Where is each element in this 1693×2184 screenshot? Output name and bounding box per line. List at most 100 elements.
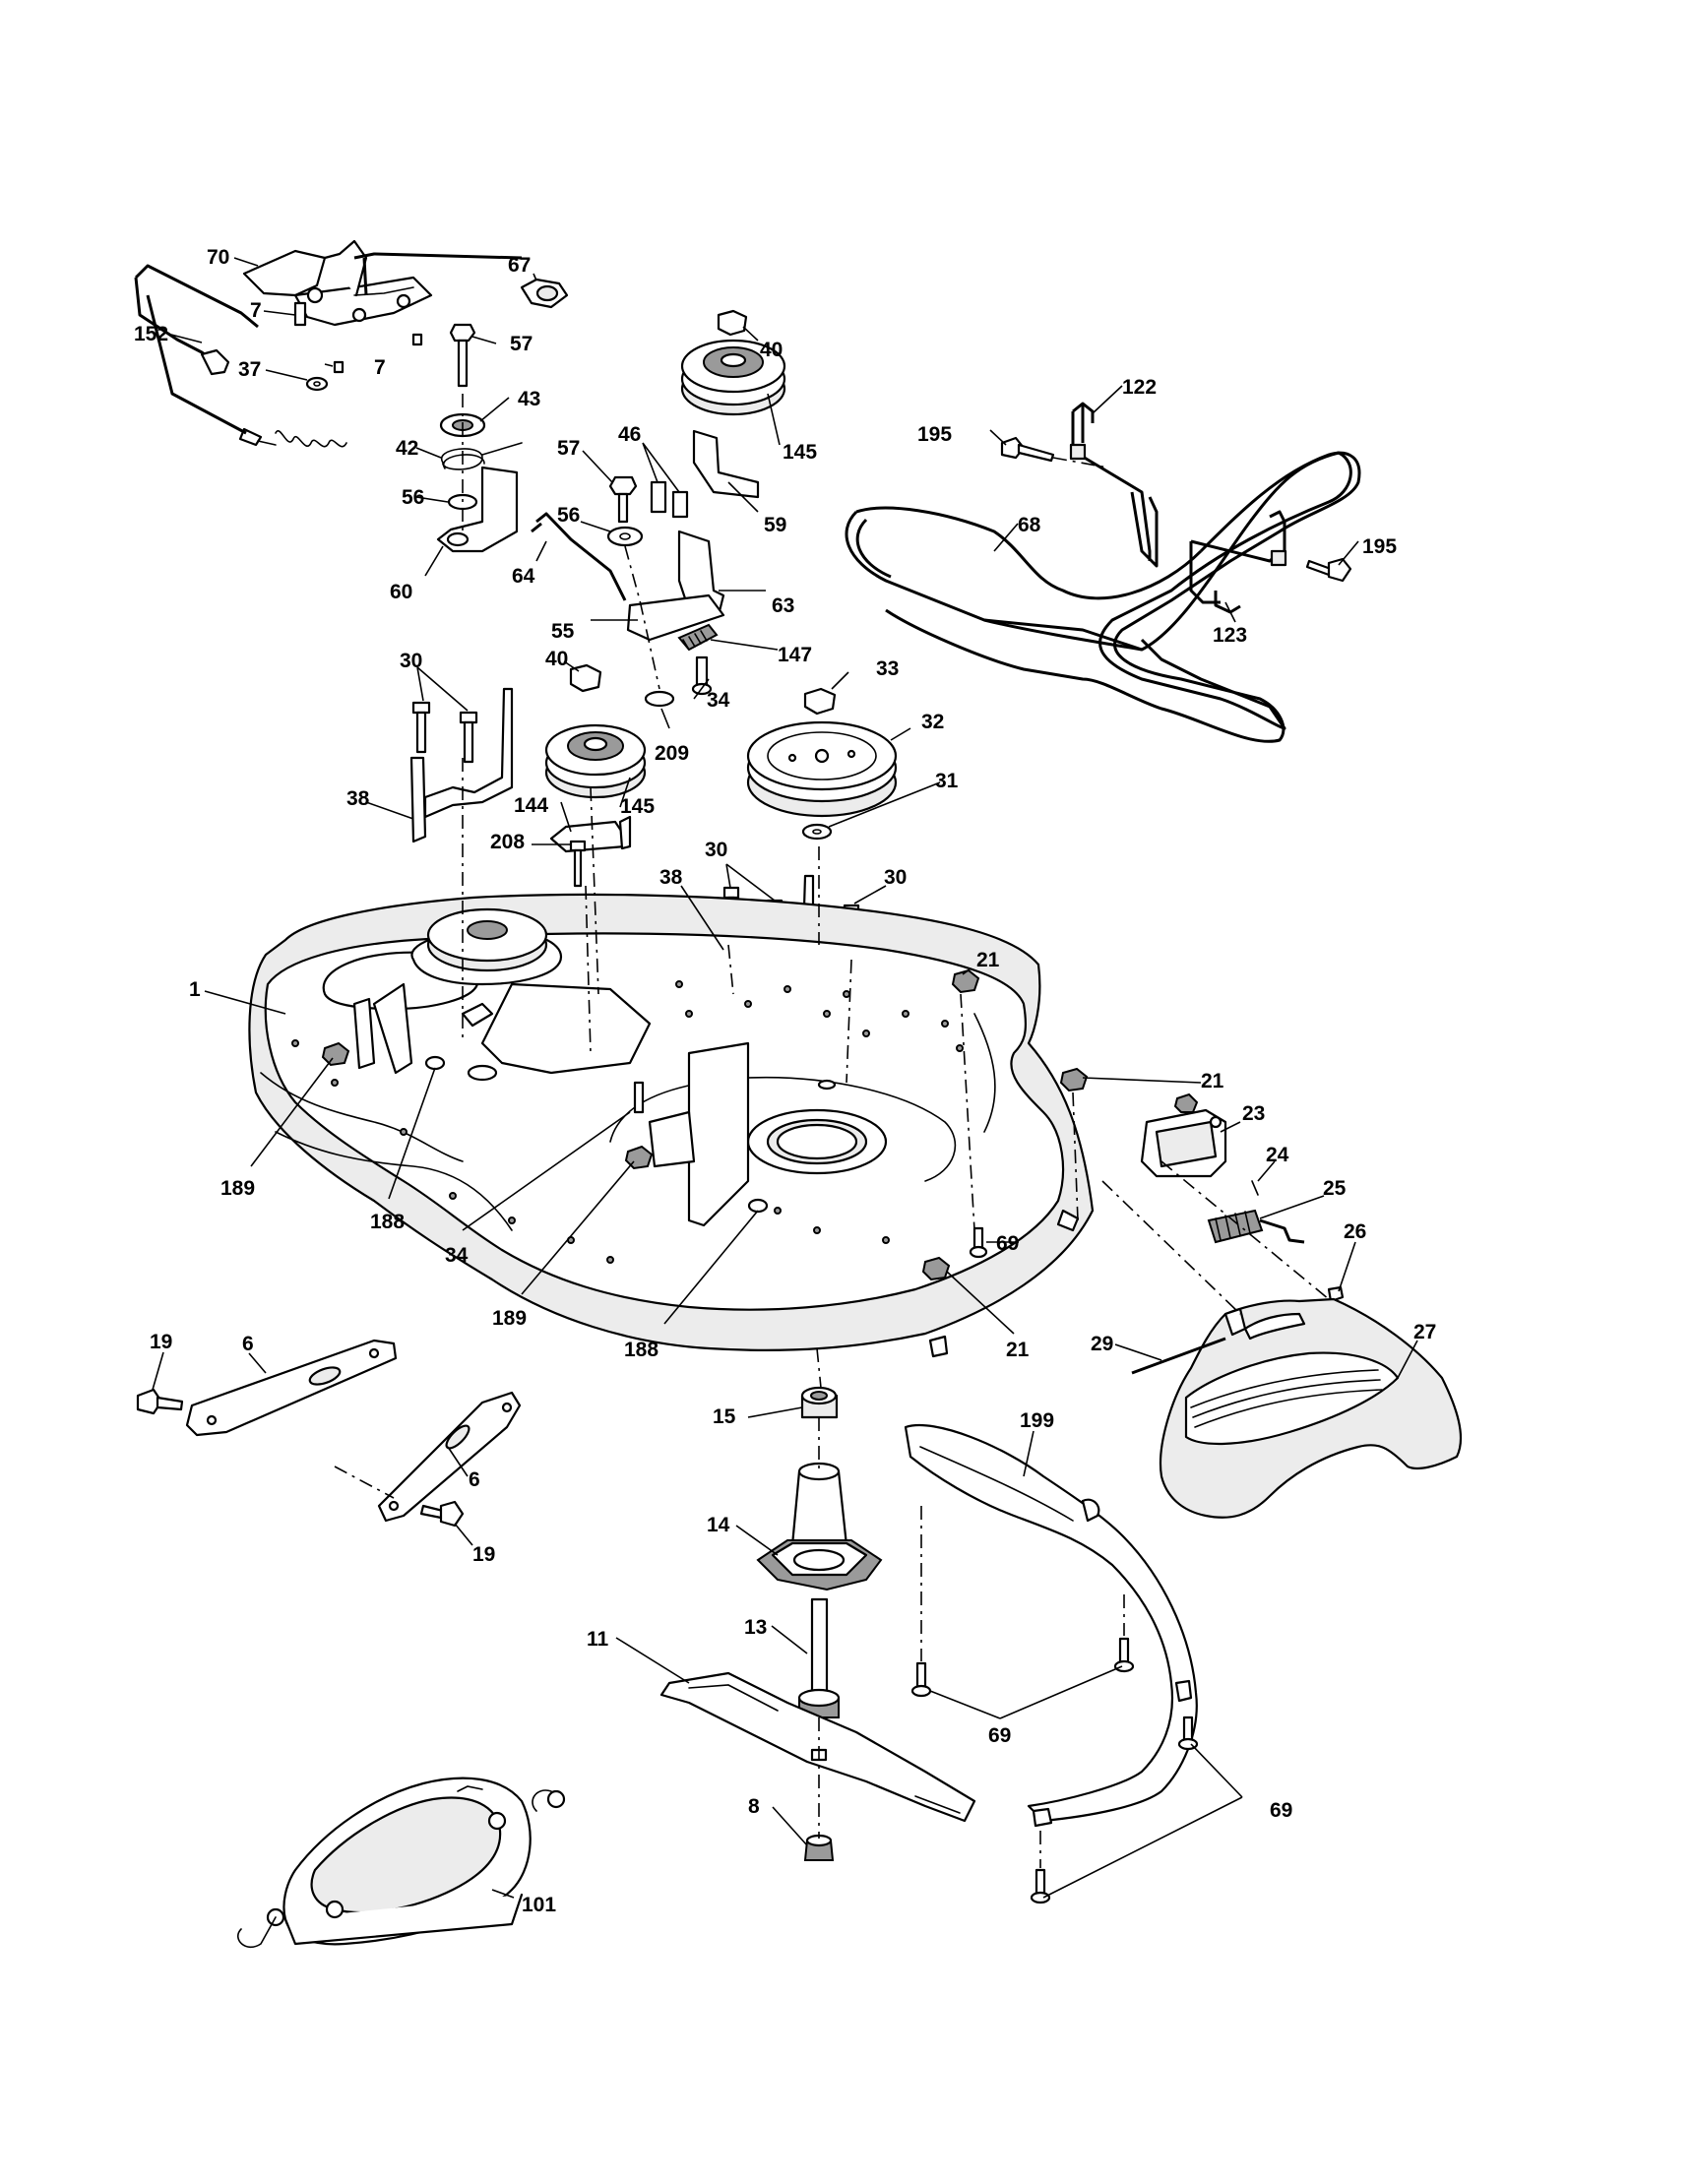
bracket-63 bbox=[677, 530, 725, 617]
label-152: 152 bbox=[134, 323, 168, 345]
label-26: 26 bbox=[1344, 1220, 1366, 1243]
label-19-lower: 19 bbox=[472, 1543, 495, 1566]
label-30-center: 30 bbox=[705, 839, 727, 861]
label-43: 43 bbox=[518, 388, 540, 410]
label-60: 60 bbox=[390, 581, 412, 603]
label-38-left: 38 bbox=[346, 787, 370, 810]
nut-40-upper bbox=[717, 309, 748, 337]
label-189-center: 189 bbox=[492, 1307, 527, 1330]
lift-cable-assembly bbox=[134, 264, 347, 448]
label-21-upper: 21 bbox=[976, 949, 1000, 971]
label-38-center: 38 bbox=[659, 866, 683, 889]
label-23: 23 bbox=[1242, 1102, 1265, 1125]
label-21-lower: 21 bbox=[1006, 1339, 1030, 1361]
bolt-188-left bbox=[424, 1055, 446, 1071]
bolt-34-deck bbox=[633, 1081, 645, 1114]
label-37: 37 bbox=[238, 358, 261, 381]
rod-64 bbox=[531, 512, 627, 601]
label-209: 209 bbox=[655, 742, 689, 765]
bracket-59 bbox=[692, 429, 760, 499]
bolt-57-center bbox=[608, 475, 638, 524]
drive-pulley-32 bbox=[746, 720, 898, 818]
label-11: 11 bbox=[587, 1628, 609, 1651]
label-123: 123 bbox=[1213, 624, 1247, 647]
label-69-center: 69 bbox=[988, 1724, 1011, 1747]
label-69-deck: 69 bbox=[996, 1232, 1019, 1255]
label-6-lower: 6 bbox=[469, 1468, 480, 1491]
nut-21-right bbox=[1059, 1067, 1089, 1092]
label-145-center: 145 bbox=[620, 795, 655, 818]
bolt-19-upper bbox=[136, 1388, 184, 1415]
label-147: 147 bbox=[778, 644, 812, 666]
washer-56-center bbox=[606, 526, 644, 547]
label-56-center: 56 bbox=[557, 504, 580, 527]
idler-pulley-145-upper bbox=[680, 339, 786, 416]
label-40-upper: 40 bbox=[760, 339, 783, 361]
label-188-left: 188 bbox=[370, 1211, 405, 1233]
plate-55 bbox=[626, 593, 725, 642]
label-19-upper: 19 bbox=[150, 1331, 172, 1353]
label-189-left: 189 bbox=[220, 1177, 255, 1200]
spindle-shaft-13 bbox=[797, 1597, 841, 1718]
nut-189-left bbox=[321, 1041, 350, 1067]
label-32: 32 bbox=[921, 711, 944, 733]
screw-195-upper bbox=[1000, 436, 1055, 463]
mower-deck-1 bbox=[248, 893, 1095, 1358]
label-122: 122 bbox=[1122, 376, 1157, 399]
label-67: 67 bbox=[508, 254, 531, 277]
bolt-19-lower bbox=[419, 1500, 465, 1528]
spring-147 bbox=[677, 623, 719, 652]
washer-37 bbox=[305, 376, 329, 392]
leader-lines bbox=[152, 257, 1418, 1899]
spring-42 bbox=[440, 442, 523, 470]
label-8: 8 bbox=[748, 1795, 760, 1818]
bushing-15 bbox=[800, 1386, 839, 1419]
idler-arm-60 bbox=[436, 466, 519, 553]
label-14: 14 bbox=[707, 1514, 730, 1536]
bolt-57-left bbox=[449, 323, 476, 388]
bolt-69-deck bbox=[969, 1226, 988, 1259]
label-68: 68 bbox=[1018, 514, 1041, 536]
bracket-144 bbox=[549, 815, 632, 853]
label-145-upper: 145 bbox=[783, 441, 817, 464]
bolt-7-upper bbox=[293, 301, 307, 327]
spindle-housing-14 bbox=[756, 1462, 883, 1591]
label-195-upper: 195 bbox=[917, 423, 952, 446]
bolt-69-bottom bbox=[1030, 1868, 1051, 1904]
label-144: 144 bbox=[514, 794, 548, 817]
label-31: 31 bbox=[935, 770, 959, 792]
screw-195-right bbox=[1305, 557, 1352, 583]
label-7-lower: 7 bbox=[374, 356, 386, 379]
label-208: 208 bbox=[490, 831, 525, 853]
bolts-30-left bbox=[411, 701, 478, 764]
label-7-upper: 7 bbox=[250, 299, 262, 322]
control-bracket-70 bbox=[242, 239, 523, 327]
bracket-6-upper bbox=[185, 1339, 398, 1437]
discharge-chute-27 bbox=[1160, 1297, 1463, 1519]
bolt-188-center bbox=[747, 1198, 769, 1214]
label-42: 42 bbox=[396, 437, 418, 460]
idler-pulley-145-center bbox=[544, 723, 647, 799]
label-34-deck: 34 bbox=[445, 1244, 469, 1267]
cable-end-67 bbox=[520, 278, 569, 309]
blade-nut-8 bbox=[803, 1834, 835, 1861]
label-195-right: 195 bbox=[1362, 535, 1397, 558]
label-6-upper: 6 bbox=[242, 1333, 254, 1355]
pin-24 bbox=[1251, 1180, 1259, 1196]
part-labels: 70 67 7 152 37 7 57 43 42 56 60 40 145 4… bbox=[134, 246, 1436, 1916]
label-63: 63 bbox=[772, 594, 794, 617]
label-46: 46 bbox=[618, 423, 641, 446]
bolt-69-left bbox=[910, 1661, 932, 1698]
label-70: 70 bbox=[207, 246, 229, 269]
label-188-center: 188 bbox=[624, 1339, 658, 1361]
label-34-upper: 34 bbox=[707, 689, 730, 712]
label-59: 59 bbox=[764, 514, 786, 536]
label-30-right: 30 bbox=[884, 866, 907, 889]
washer-209 bbox=[644, 690, 675, 708]
bracket-6-lower bbox=[377, 1391, 522, 1523]
label-21-right: 21 bbox=[1201, 1070, 1224, 1092]
bolt-208 bbox=[569, 840, 587, 888]
label-40-center: 40 bbox=[545, 648, 568, 670]
belt-guide-122 bbox=[1069, 402, 1159, 568]
